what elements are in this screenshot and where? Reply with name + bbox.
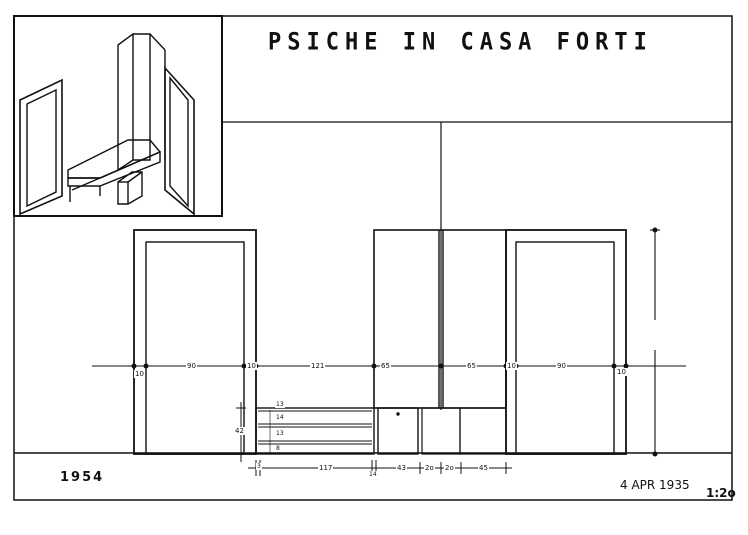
dim-bottom-20b: 2o: [444, 464, 455, 472]
dim-shelf-total: 42: [234, 427, 245, 435]
dim-right-door-width: 90: [556, 362, 567, 370]
year-label: 1954: [60, 470, 105, 485]
right-door-opening: [515, 241, 615, 455]
dim-bottom-45: 45: [478, 464, 489, 472]
dim-right-frame-r: 10: [616, 368, 627, 376]
perspective-inset: [13, 15, 223, 217]
date-label: 4 APR 1935: [620, 478, 690, 492]
dim-left-frame-r: 10: [246, 362, 257, 370]
sheet-border: [13, 15, 733, 501]
dim-bottom-20a: 2o: [424, 464, 435, 472]
elevation-drawing: [92, 227, 686, 476]
right-door-frame: [505, 229, 627, 455]
dim-shelf-8: 8: [275, 445, 281, 452]
dim-shelf-13a: 13: [275, 401, 285, 408]
dim-65-a: 65: [380, 362, 391, 370]
dim-shelf-14: 14: [275, 414, 285, 421]
dim-bottom-14: 14: [368, 471, 378, 478]
tall-cabinet: [373, 229, 507, 409]
dim-left-frame: 10: [134, 370, 145, 378]
dim-65-b: 65: [466, 362, 477, 370]
shelf-unit: [255, 407, 375, 455]
lower-box: [377, 407, 419, 455]
dim-121: 121: [310, 362, 326, 370]
dim-bottom-117: 117: [318, 464, 334, 472]
dim-bottom-3: 3: [256, 463, 262, 470]
dim-bottom-43: 43: [396, 464, 407, 472]
dim-right-frame: 10: [506, 362, 517, 370]
dim-shelf-13b: 13: [275, 430, 285, 437]
dim-left-door-width: 90: [186, 362, 197, 370]
left-door-frame: [133, 229, 257, 455]
left-door-opening: [145, 241, 245, 455]
drawing-title: PSICHE IN CASA FORTI: [268, 28, 653, 57]
scale-label: 1:2o: [706, 486, 736, 500]
